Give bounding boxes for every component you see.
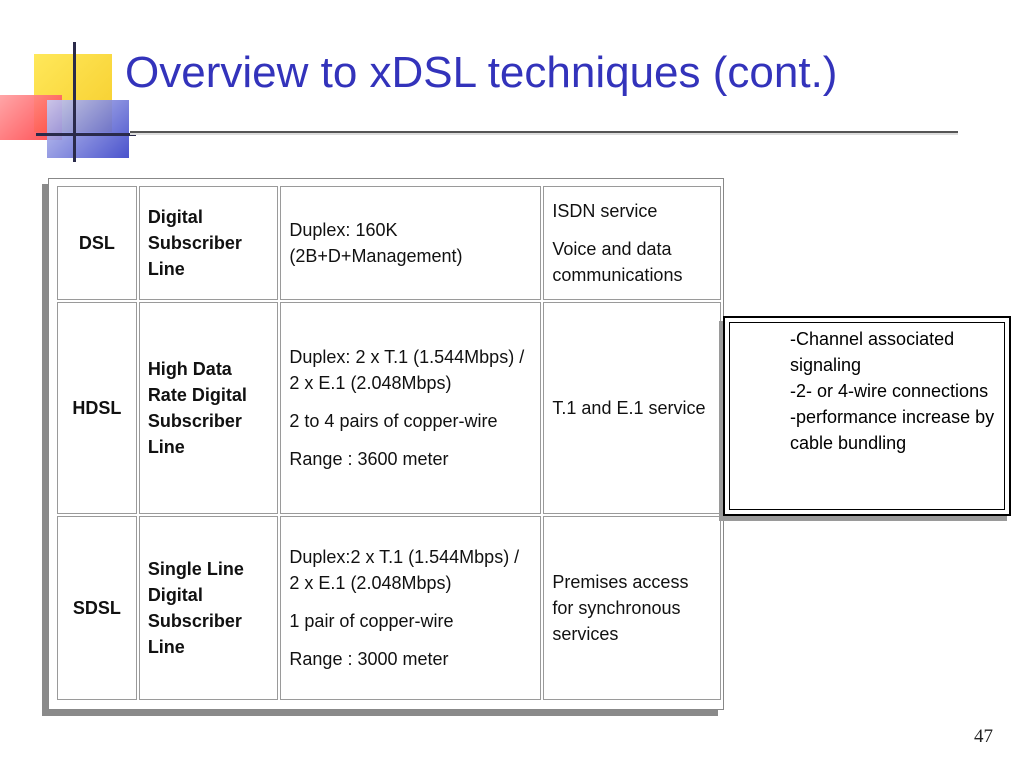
- row-name: Single Line Digital Subscriber Line: [138, 516, 279, 700]
- slide-logo: [0, 40, 136, 165]
- row-spec: Duplex:2 x T.1 (1.544Mbps) / 2 x E.1 (2.…: [280, 516, 542, 700]
- service-line: Premises access for synchronous services: [552, 572, 689, 644]
- slide-title: Overview to xDSL techniques (cont.): [125, 48, 838, 97]
- row-abbr: DSL: [57, 186, 137, 300]
- row-name: Digital Subscriber Line: [138, 186, 279, 300]
- table-row: SDSL Single Line Digital Subscriber Line…: [57, 516, 721, 700]
- logo-horizontal-line: [36, 133, 136, 136]
- spec-line: Duplex: 160K (2B+D+Management): [289, 220, 463, 266]
- spec-line: Duplex: 2 x T.1 (1.544Mbps) / 2 x E.1 (2…: [289, 347, 525, 393]
- logo-vertical-line: [73, 42, 76, 162]
- callout-inner-border: -Channel associated signaling -2- or 4-w…: [729, 322, 1005, 510]
- row-spec: Duplex: 160K (2B+D+Management): [280, 186, 542, 300]
- list-item: -2- or 4-wire connections: [790, 381, 989, 401]
- spec-line: Range : 3600 meter: [289, 449, 449, 469]
- row-service: T.1 and E.1 service: [543, 302, 721, 514]
- spec-line: Duplex:2 x T.1 (1.544Mbps) / 2 x E.1 (2.…: [289, 547, 520, 593]
- spec-line: Range : 3000 meter: [289, 649, 449, 669]
- row-name: High Data Rate Digital Subscriber Line: [138, 302, 279, 514]
- service-line: ISDN service: [552, 201, 658, 221]
- title-rule: [130, 131, 958, 135]
- spec-line: 1 pair of copper-wire: [289, 611, 454, 631]
- list-item: -Channel associated signaling: [790, 329, 955, 375]
- row-spec: Duplex: 2 x T.1 (1.544Mbps) / 2 x E.1 (2…: [280, 302, 542, 514]
- xdsl-table: DSL Digital Subscriber Line Duplex: 160K…: [55, 184, 723, 702]
- row-abbr: HDSL: [57, 302, 137, 514]
- callout-list: -Channel associated signaling -2- or 4-w…: [790, 326, 1000, 456]
- logo-blue-square: [47, 100, 129, 158]
- page-number: 47: [974, 726, 993, 747]
- list-item: -performance increase by cable bundling: [790, 407, 995, 453]
- row-abbr: SDSL: [57, 516, 137, 700]
- table-row: HDSL High Data Rate Digital Subscriber L…: [57, 302, 721, 514]
- callout-box: -Channel associated signaling -2- or 4-w…: [723, 316, 1011, 516]
- spec-line: 2 to 4 pairs of copper-wire: [289, 411, 498, 431]
- service-line: Voice and data communications: [552, 239, 683, 285]
- service-line: T.1 and E.1 service: [552, 398, 706, 418]
- row-service: ISDN service Voice and data communicatio…: [543, 186, 721, 300]
- row-service: Premises access for synchronous services: [543, 516, 721, 700]
- xdsl-table-panel: DSL Digital Subscriber Line Duplex: 160K…: [48, 178, 724, 710]
- table-row: DSL Digital Subscriber Line Duplex: 160K…: [57, 186, 721, 300]
